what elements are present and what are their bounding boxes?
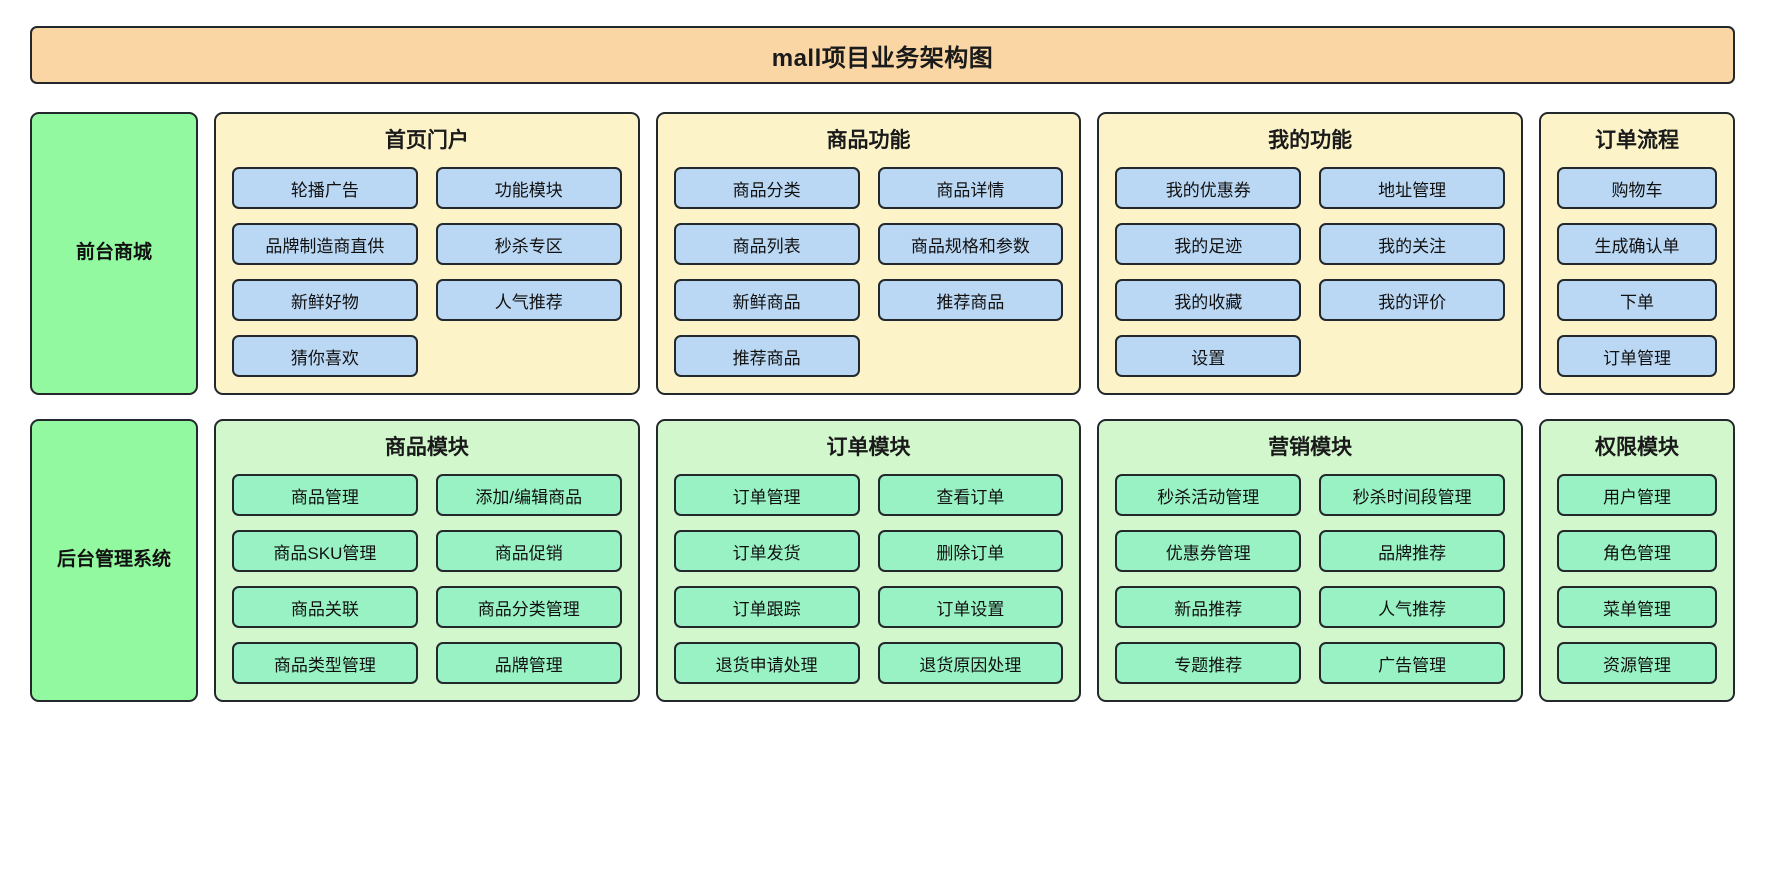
item-product-category[interactable]: 商品分类 — [673, 167, 860, 210]
group-container-frontend: 首页门户 轮播广告 功能模块 品牌制造商直供 秒杀专区 新鲜好物 人气推荐 猜你… — [214, 112, 1736, 396]
item-function-module[interactable]: 功能模块 — [435, 167, 622, 210]
group-items: 商品管理 添加/编辑商品 商品SKU管理 商品促销 商品关联 商品分类管理 商品… — [232, 474, 622, 685]
page-title: mall项目业务架构图 — [771, 44, 994, 72]
item-generate-confirmation[interactable]: 生成确认单 — [1557, 223, 1718, 266]
item-order-tracking[interactable]: 订单跟踪 — [673, 586, 860, 629]
item-guess-you-like[interactable]: 猜你喜欢 — [232, 335, 418, 378]
item-recommended-products-2[interactable]: 推荐商品 — [673, 335, 860, 378]
tier-label-frontend: 前台商城 — [30, 112, 198, 396]
group-items: 商品分类 商品详情 商品列表 商品规格和参数 新鲜商品 推荐商品 推荐商品 — [673, 167, 1064, 378]
item-address-management[interactable]: 地址管理 — [1319, 167, 1506, 210]
item-order-management-admin[interactable]: 订单管理 — [673, 474, 860, 517]
item-brand-recommend[interactable]: 品牌推荐 — [1319, 530, 1506, 573]
item-add-edit-product[interactable]: 添加/编辑商品 — [435, 474, 622, 517]
item-my-footprints[interactable]: 我的足迹 — [1115, 223, 1302, 266]
group-title: 商品功能 — [826, 129, 911, 152]
group-product-module: 商品模块 商品管理 添加/编辑商品 商品SKU管理 商品促销 商品关联 商品分类… — [214, 419, 640, 703]
item-flash-sale-time-management[interactable]: 秒杀时间段管理 — [1319, 474, 1506, 517]
item-brand-management[interactable]: 品牌管理 — [435, 642, 622, 685]
item-user-management[interactable]: 用户管理 — [1557, 474, 1718, 517]
group-title: 首页门户 — [384, 129, 469, 152]
group-items: 秒杀活动管理 秒杀时间段管理 优惠券管理 品牌推荐 新品推荐 人气推荐 专题推荐… — [1115, 474, 1506, 685]
item-return-request-handling[interactable]: 退货申请处理 — [673, 642, 860, 685]
item-flash-sale-zone[interactable]: 秒杀专区 — [435, 223, 622, 266]
item-menu-management[interactable]: 菜单管理 — [1557, 586, 1718, 629]
item-settings[interactable]: 设置 — [1115, 335, 1302, 378]
item-ad-management[interactable]: 广告管理 — [1319, 642, 1506, 685]
item-carousel-ad[interactable]: 轮播广告 — [232, 167, 418, 210]
item-recommended-products[interactable]: 推荐商品 — [877, 279, 1064, 322]
item-product-detail[interactable]: 商品详情 — [877, 167, 1064, 210]
group-items: 我的优惠券 地址管理 我的足迹 我的关注 我的收藏 我的评价 设置 — [1115, 167, 1506, 378]
group-items: 用户管理 角色管理 菜单管理 资源管理 — [1557, 474, 1718, 685]
item-product-management[interactable]: 商品管理 — [232, 474, 418, 517]
item-product-category-management[interactable]: 商品分类管理 — [435, 586, 622, 629]
item-product-list[interactable]: 商品列表 — [673, 223, 860, 266]
item-role-management[interactable]: 角色管理 — [1557, 530, 1718, 573]
item-return-reason-handling[interactable]: 退货原因处理 — [877, 642, 1064, 685]
item-shopping-cart[interactable]: 购物车 — [1557, 167, 1718, 210]
item-popular-recommend[interactable]: 人气推荐 — [435, 279, 622, 322]
group-title: 订单模块 — [826, 436, 911, 460]
item-order-settings[interactable]: 订单设置 — [877, 586, 1064, 629]
item-my-follows[interactable]: 我的关注 — [1319, 223, 1506, 266]
group-my-features: 我的功能 我的优惠券 地址管理 我的足迹 我的关注 我的收藏 我的评价 设置 — [1097, 112, 1524, 396]
item-my-reviews[interactable]: 我的评价 — [1319, 279, 1506, 322]
group-items: 订单管理 查看订单 订单发货 删除订单 订单跟踪 订单设置 退货申请处理 退货原… — [673, 474, 1064, 685]
group-product-features: 商品功能 商品分类 商品详情 商品列表 商品规格和参数 新鲜商品 推荐商品 推荐… — [655, 112, 1082, 396]
item-view-order[interactable]: 查看订单 — [877, 474, 1064, 517]
item-fresh-products[interactable]: 新鲜商品 — [673, 279, 860, 322]
group-title: 我的功能 — [1268, 129, 1353, 152]
item-flash-sale-activity-management[interactable]: 秒杀活动管理 — [1115, 474, 1302, 517]
tier-label-backend: 后台管理系统 — [30, 419, 198, 703]
tier-row-backend: 后台管理系统 商品模块 商品管理 添加/编辑商品 商品SKU管理 商品促销 商品… — [30, 419, 1736, 703]
item-delete-order[interactable]: 删除订单 — [877, 530, 1064, 573]
item-product-specs[interactable]: 商品规格和参数 — [877, 223, 1064, 266]
item-product-association[interactable]: 商品关联 — [232, 586, 418, 629]
group-title: 营销模块 — [1268, 436, 1353, 460]
group-title: 权限模块 — [1595, 436, 1680, 460]
group-title: 订单流程 — [1595, 129, 1680, 152]
item-brand-direct[interactable]: 品牌制造商直供 — [232, 223, 418, 266]
item-fresh-goods[interactable]: 新鲜好物 — [232, 279, 418, 322]
item-order-shipping[interactable]: 订单发货 — [673, 530, 860, 573]
item-place-order[interactable]: 下单 — [1557, 279, 1718, 322]
item-my-favorites[interactable]: 我的收藏 — [1115, 279, 1302, 322]
group-container-backend: 商品模块 商品管理 添加/编辑商品 商品SKU管理 商品促销 商品关联 商品分类… — [214, 419, 1736, 703]
group-items: 购物车 生成确认单 下单 订单管理 — [1557, 167, 1718, 378]
diagram-title-banner: mall项目业务架构图 — [30, 26, 1735, 84]
item-order-management[interactable]: 订单管理 — [1557, 335, 1718, 378]
item-topic-recommend[interactable]: 专题推荐 — [1115, 642, 1302, 685]
group-title: 商品模块 — [384, 436, 469, 460]
item-popular-recommend-admin[interactable]: 人气推荐 — [1319, 586, 1506, 629]
group-marketing-module: 营销模块 秒杀活动管理 秒杀时间段管理 优惠券管理 品牌推荐 新品推荐 人气推荐… — [1097, 419, 1524, 703]
item-my-coupons[interactable]: 我的优惠券 — [1115, 167, 1302, 210]
item-product-sku-management[interactable]: 商品SKU管理 — [232, 530, 418, 573]
tier-row-frontend: 前台商城 首页门户 轮播广告 功能模块 品牌制造商直供 秒杀专区 新鲜好物 人气… — [30, 112, 1736, 396]
item-product-promotion[interactable]: 商品促销 — [435, 530, 622, 573]
group-permission-module: 权限模块 用户管理 角色管理 菜单管理 资源管理 — [1539, 419, 1736, 703]
tier-label-text: 后台管理系统 — [56, 549, 171, 571]
item-new-product-recommend[interactable]: 新品推荐 — [1115, 586, 1302, 629]
group-order-module: 订单模块 订单管理 查看订单 订单发货 删除订单 订单跟踪 订单设置 退货申请处… — [655, 419, 1082, 703]
item-coupon-management[interactable]: 优惠券管理 — [1115, 530, 1302, 573]
item-resource-management[interactable]: 资源管理 — [1557, 642, 1718, 685]
group-items: 轮播广告 功能模块 品牌制造商直供 秒杀专区 新鲜好物 人气推荐 猜你喜欢 — [232, 167, 622, 378]
group-home-portal: 首页门户 轮播广告 功能模块 品牌制造商直供 秒杀专区 新鲜好物 人气推荐 猜你… — [214, 112, 640, 396]
tier-label-text: 前台商城 — [75, 242, 152, 264]
group-order-flow: 订单流程 购物车 生成确认单 下单 订单管理 — [1539, 112, 1736, 396]
item-product-type-management[interactable]: 商品类型管理 — [232, 642, 418, 685]
